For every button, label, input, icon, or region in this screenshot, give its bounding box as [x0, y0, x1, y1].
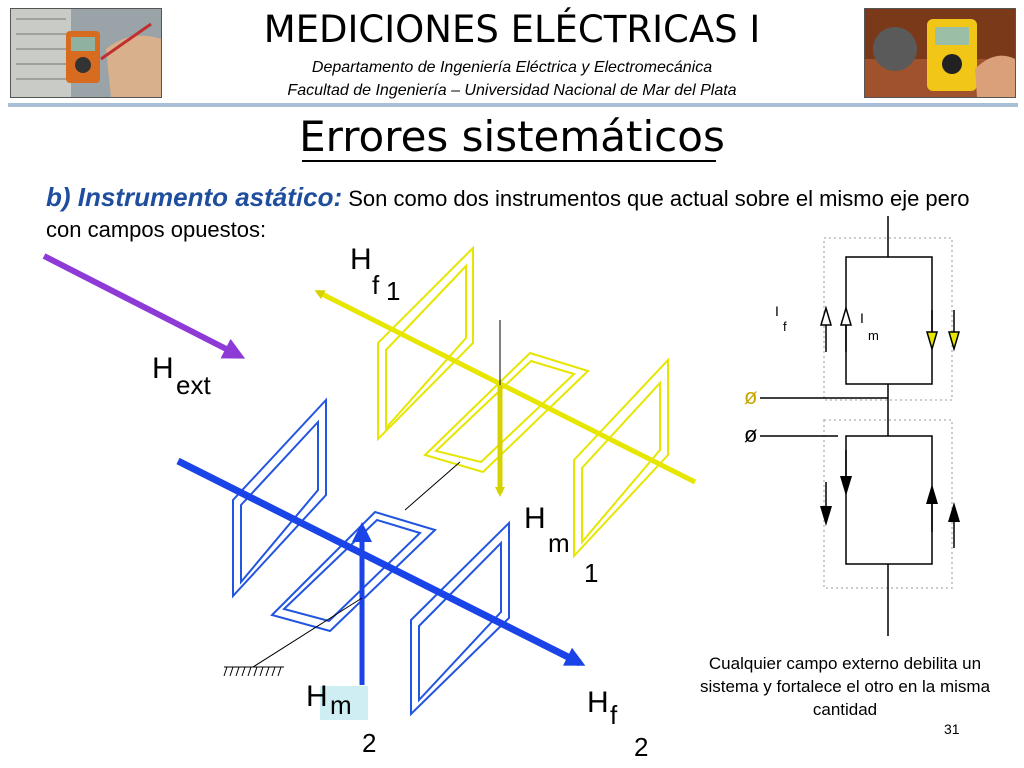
spring-line: [252, 597, 363, 668]
hm2-label-h: H: [306, 680, 328, 713]
header-title: MEDICIONES ELÉCTRICAS I: [263, 8, 761, 51]
hext-arrow: [42, 253, 246, 359]
hm2-highlight: [320, 686, 368, 720]
im-label-sub: m: [868, 328, 879, 343]
hf2-label-h: H: [587, 686, 609, 719]
hm1-label-sub: m: [548, 528, 570, 558]
hf1-label-num: 1: [386, 276, 401, 306]
shaft: [404, 461, 461, 511]
hf2-label-num: 2: [634, 732, 649, 762]
diagram-caption: Cualquier campo externo debilita un sist…: [699, 654, 991, 719]
hf1-label-sub: f: [372, 270, 380, 300]
header-divider: [8, 103, 1018, 107]
description-text: b) Instrumento astático: Son como dos in…: [46, 182, 996, 245]
phi-symbol-lower: ø: [744, 422, 758, 447]
hm1-label-num: 1: [584, 558, 599, 588]
header-department: Departamento de Ingeniería Eléctrica y E…: [311, 59, 713, 76]
ground-hatch: [223, 666, 284, 677]
upper-coil-right: [573, 357, 669, 559]
lower-moving-coil: [270, 510, 437, 633]
page-number: 31: [944, 721, 960, 737]
description-body: Son como dos instrumentos que actual sob…: [46, 186, 970, 242]
hf2-label-sub: f: [610, 700, 618, 730]
upper-moving-coil: [423, 351, 590, 474]
hm2-label-num: 2: [362, 728, 377, 758]
upper-coil-left: [377, 245, 474, 442]
hf2-arrow: [176, 457, 586, 667]
phi-symbol-upper: ø: [744, 384, 758, 409]
if-label-i: I: [775, 303, 779, 319]
hm2-label-sub: m: [330, 690, 352, 720]
hf1-arrow: [314, 289, 697, 485]
title-underline: [302, 160, 716, 162]
slide-title: Errores sistemáticos: [299, 112, 725, 161]
description-lead: b) Instrumento astático:: [46, 182, 343, 212]
hext-label-h: H: [152, 352, 174, 385]
hf1-label-h: H: [350, 243, 372, 276]
multimeter-photo-left: [10, 8, 162, 98]
if-label-sub: f: [783, 319, 787, 334]
hm1-label-h: H: [524, 502, 546, 535]
hext-label-sub: ext: [176, 370, 211, 400]
circuit-schematic: [760, 216, 961, 636]
multimeter-photo-right: [864, 8, 1016, 98]
header-faculty: Facultad de Ingeniería – Universidad Nac…: [287, 82, 737, 99]
lower-coil-left: [232, 397, 327, 599]
im-label-i: I: [860, 310, 864, 326]
lower-coil-right: [410, 520, 510, 717]
